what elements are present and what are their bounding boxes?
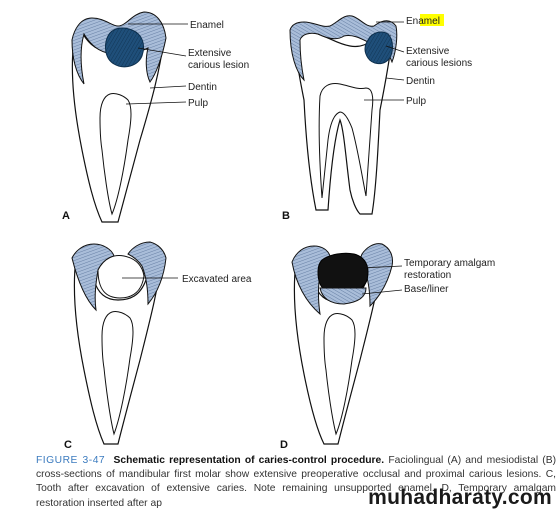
panel-b-label-dentin: Dentin (406, 76, 435, 87)
panel-c-label-excavated: Excavated area (182, 274, 252, 285)
panel-a-tooth: Enamel Extensive carious lesion Dentin P… (62, 11, 249, 223)
panel-a-label-pulp: Pulp (188, 98, 208, 109)
panel-letter-a: A (62, 210, 70, 222)
panel-b-label-lesion-1: Extensive (406, 46, 450, 57)
panel-c-pulp (101, 311, 134, 436)
figure-number: FIGURE 3-47 (36, 455, 106, 466)
panel-c-tooth: Excavated area C (64, 241, 252, 451)
panel-letter-d: D (280, 439, 288, 451)
panel-d-amalgam (317, 252, 369, 291)
panel-d-base-liner (319, 287, 367, 305)
panel-a-label-enamel: Enamel (190, 20, 224, 31)
figure-caption-text: Faciolingual (A) and mesiodistal (B) cro… (36, 455, 556, 509)
panel-b-tooth: Enamel Extensive carious lesions Dentin … (282, 14, 472, 222)
panel-a-label-lesion-1: Extensive (188, 48, 232, 59)
panel-b-carious-lesion (364, 31, 393, 65)
panel-d-tooth: Temporary amalgam restoration Base/liner… (280, 243, 495, 451)
panel-d-label-temp-1: Temporary amalgam (404, 258, 495, 269)
panel-d-label-base: Base/liner (404, 284, 449, 295)
panel-b-label-enamel: Enamel (406, 16, 440, 27)
panel-letter-b: B (282, 210, 290, 222)
panel-d-pulp (323, 313, 356, 436)
watermark-text: muhadharaty.com (368, 486, 552, 509)
panel-b-label-lesion-2: carious lesions (406, 58, 472, 69)
figure-caption: FIGURE 3-47 Schematic representation of … (36, 454, 556, 511)
figure-title: Schematic representation of caries-contr… (113, 455, 385, 466)
panel-a-carious-lesion (105, 27, 145, 68)
panel-a-label-dentin: Dentin (188, 82, 217, 93)
panel-a-label-lesion-2: carious lesion (188, 60, 249, 71)
panel-a-pulp (99, 93, 132, 216)
panel-c-enamel-right (127, 241, 167, 306)
panel-letter-c: C (64, 439, 72, 451)
panel-c-excavated-area (97, 255, 145, 299)
caries-control-figure: Enamel Extensive carious lesion Dentin P… (62, 11, 495, 451)
panel-b-label-pulp: Pulp (406, 96, 426, 107)
panel-b-pulp (318, 83, 374, 199)
panel-d-label-temp-2: restoration (404, 270, 451, 281)
highlight-mark (420, 14, 444, 26)
